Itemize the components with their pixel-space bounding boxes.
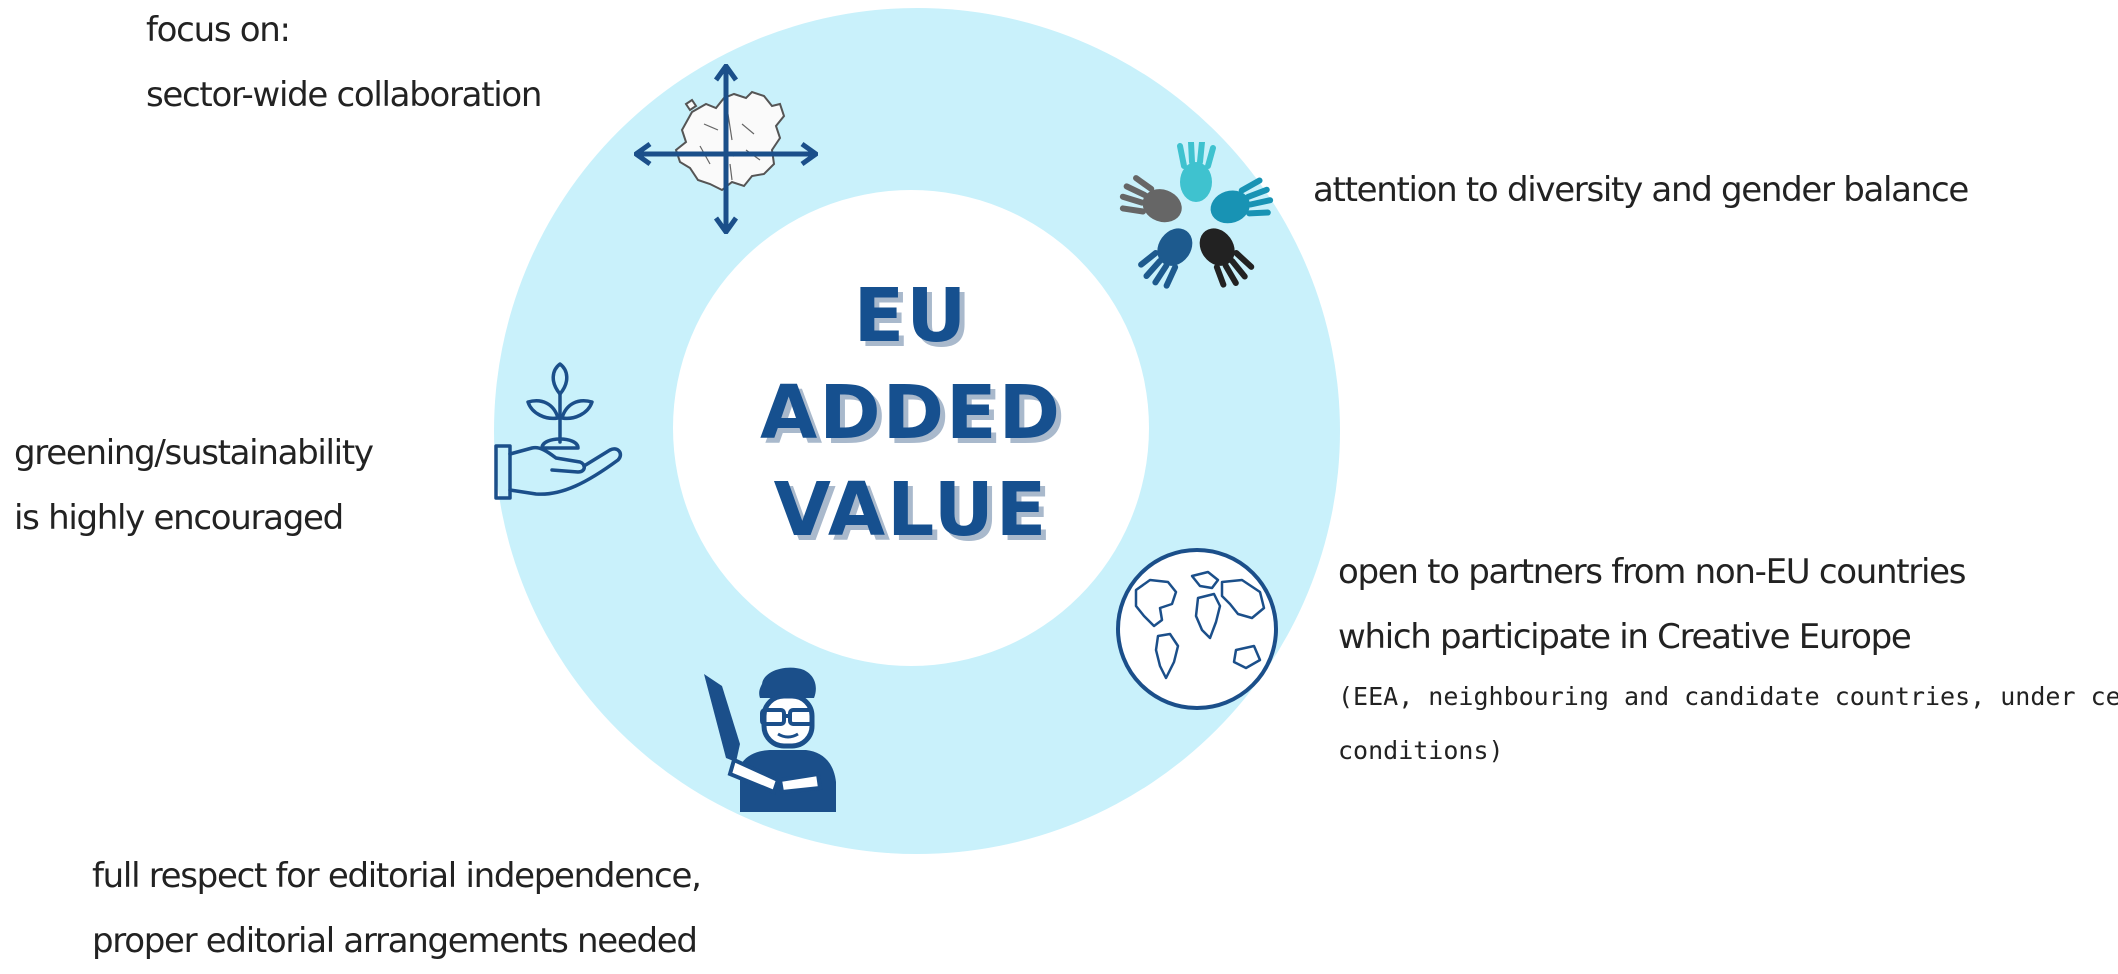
collaboration-label: focus on: sector-wide collaboration [146, 0, 542, 128]
partners-label: open to partners from non-EU countries w… [1338, 540, 1966, 670]
partners-label-line-2: which participate in Creative Europe [1338, 617, 1912, 657]
partners-note: (EEA, neighbouring and candidate countri… [1338, 670, 2118, 778]
editorial-label-line-2: proper editorial arrangements needed [92, 921, 698, 961]
editorial-label: full respect for editorial independence,… [92, 844, 702, 974]
partners-note-line-1: (EEA, neighbouring and candidate countri… [1338, 682, 2118, 711]
collaboration-label-line-2: sector-wide collaboration [146, 75, 542, 115]
diversity-label: attention to diversity and gender balanc… [1313, 158, 1969, 223]
center-title-line-3: VALUE [773, 467, 1049, 553]
plant-in-hand-icon [492, 362, 628, 504]
center-title-line-1: EU [853, 273, 969, 359]
greening-label: greening/sustainability is highly encour… [14, 421, 374, 551]
inner-circle [673, 190, 1149, 666]
globe-icon [1114, 546, 1280, 712]
collaboration-label-line-1: focus on: [146, 10, 291, 50]
editorial-label-line-1: full respect for editorial independence, [92, 856, 702, 896]
greening-label-line-2: is highly encouraged [14, 498, 344, 538]
center-title: EU ADDED VALUE [673, 268, 1149, 559]
europe-map-icon [634, 64, 818, 234]
partners-label-line-1: open to partners from non-EU countries [1338, 552, 1966, 592]
center-title-line-2: ADDED [759, 370, 1063, 456]
partners-note-line-2: conditions) [1338, 736, 1504, 765]
diversity-label-line-1: attention to diversity and gender balanc… [1313, 170, 1969, 210]
hands-circle-icon [1116, 142, 1276, 294]
greening-label-line-1: greening/sustainability [14, 433, 374, 473]
writer-pen-icon [700, 664, 846, 814]
